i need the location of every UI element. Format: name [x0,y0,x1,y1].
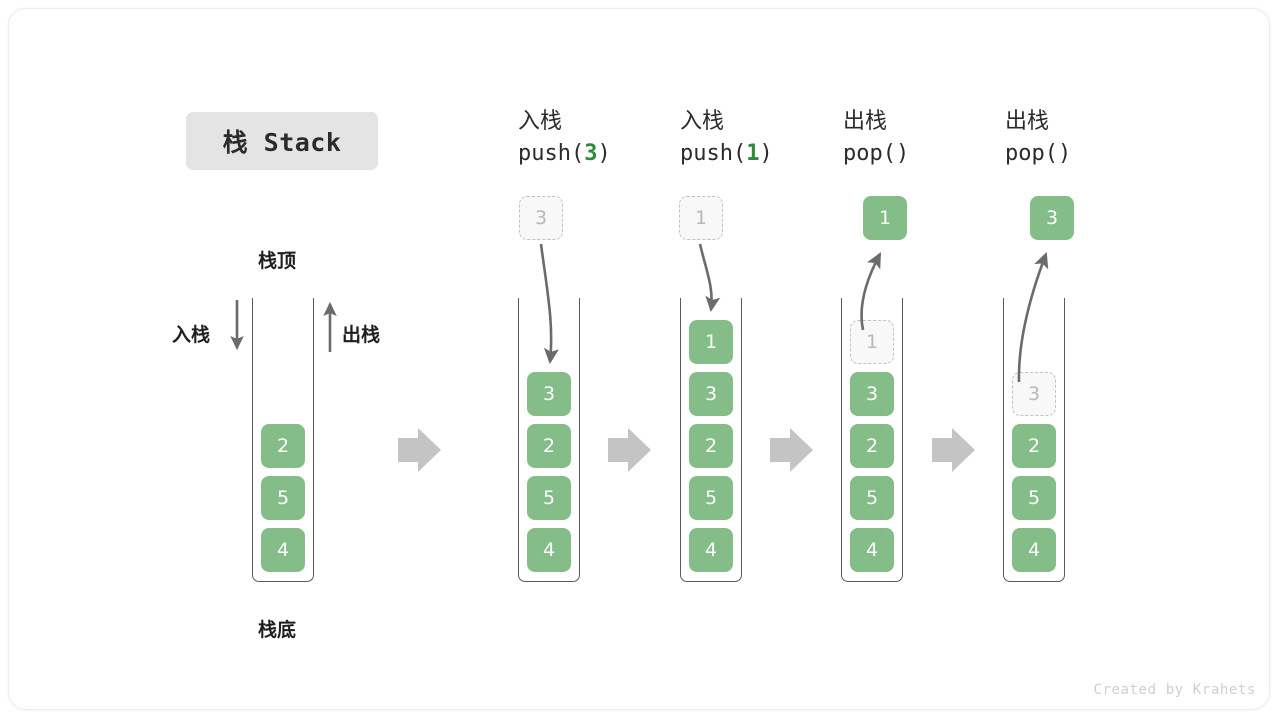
stack-cell: 5 [850,476,894,520]
stack-cell: 4 [261,528,305,572]
step-header-code: pop() [1005,141,1072,166]
stack-bottom-label: 栈底 [258,619,297,641]
stack-cell: 4 [850,528,894,572]
stack-container-push-1 [680,298,742,582]
floating-cell-push-1: 1 [679,196,723,240]
left-push-label: 入栈 [172,324,211,346]
stack-cell: 4 [527,528,571,572]
left-pop-label: 出栈 [342,324,381,346]
step-header-push-3: 入栈 push(3) [518,107,718,170]
step-header-pop-3: 出栈 pop() [1005,107,1205,170]
step-header-cjk: 出栈 [1005,109,1050,134]
stack-cell: 5 [1012,476,1056,520]
step-header-code: pop() [843,141,910,166]
stack-title-label: 栈 Stack [222,128,342,157]
stack-container-initial [252,298,314,582]
stack-cell: 2 [261,424,305,468]
floating-cell-push-3: 3 [519,196,563,240]
floating-cell-pop-1: 1 [863,196,907,240]
stack-cell: 2 [689,424,733,468]
step-header-cjk: 入栈 [518,109,563,134]
step-header-pop-1: 出栈 pop() [843,107,1043,170]
stack-cell: 3 [689,372,733,416]
stack-container-pop-3 [1003,298,1065,582]
step-header-cjk: 入栈 [680,109,725,134]
stack-top-label: 栈顶 [258,250,297,272]
stack-cell: 3 [527,372,571,416]
step-header-code: push(3) [518,141,611,166]
stack-cell: 4 [689,528,733,572]
ghost-cell-in-stack: 3 [1012,372,1056,416]
stack-cell: 5 [689,476,733,520]
ghost-cell-in-stack: 1 [850,320,894,364]
step-header-cjk: 出栈 [843,109,888,134]
step-header-push-1: 入栈 push(1) [680,107,880,170]
stack-cell: 5 [527,476,571,520]
stack-cell: 4 [1012,528,1056,572]
stack-container-push-3 [518,298,580,582]
step-header-code: push(1) [680,141,773,166]
stack-container-pop-1 [841,298,903,582]
floating-cell-pop-3: 3 [1030,196,1074,240]
stack-cell: 5 [261,476,305,520]
stack-title-chip: 栈 Stack [186,112,378,170]
stack-cell: 3 [850,372,894,416]
stack-cell: 2 [1012,424,1056,468]
stack-cell: 2 [850,424,894,468]
stack-cell: 2 [527,424,571,468]
stack-cell: 1 [689,320,733,364]
credit-footer: Created by Krahets [1093,682,1256,698]
